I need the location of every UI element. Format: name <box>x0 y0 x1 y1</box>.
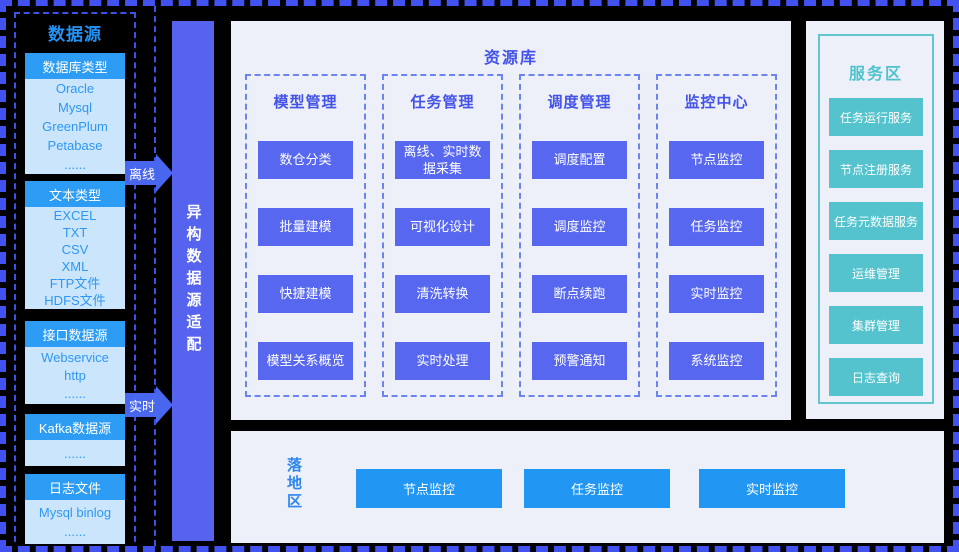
source-group-log: 日志文件 Mysql binlog ...... <box>25 474 125 544</box>
source-group-items: EXCEL TXT CSV XML FTP文件 HDFS文件 <box>25 207 125 309</box>
source-group-text: 文本类型 EXCEL TXT CSV XML FTP文件 HDFS文件 <box>25 181 125 309</box>
column-monitor-center: 监控中心 节点监控 任务监控 实时监控 系统监控 <box>656 74 777 397</box>
source-item: FTP文件 <box>49 276 101 291</box>
datasource-panel-title: 数据源 <box>48 25 102 44</box>
monitor-item-button[interactable]: 节点监控 <box>669 140 764 179</box>
task-item-button[interactable]: 清洗转换 <box>395 274 490 313</box>
source-item: EXCEL <box>53 208 97 223</box>
task-item-button[interactable]: 实时处理 <box>395 341 490 380</box>
landing-panel: 落地区 节点监控 任务监控 实时监控 <box>231 431 944 543</box>
schedule-item-button[interactable]: 调度配置 <box>532 140 627 179</box>
source-group-items: Oracle Mysql GreenPlum Petabase ...... <box>25 79 125 174</box>
resource-columns: 模型管理 数仓分类 批量建模 快捷建模 模型关系概览 任务管理 离线、实时数据采… <box>245 74 777 397</box>
column-header: 调度管理 <box>547 93 612 111</box>
source-item: http <box>64 367 86 383</box>
source-item: ...... <box>64 524 86 539</box>
model-item-button[interactable]: 模型关系概览 <box>258 341 353 380</box>
landing-realtime-monitor-button[interactable]: 实时监控 <box>699 469 845 508</box>
landing-node-monitor-button[interactable]: 节点监控 <box>356 469 502 508</box>
arrow-right-icon <box>156 154 173 192</box>
source-item: XML <box>61 259 89 274</box>
source-item: Mysql binlog <box>38 505 112 520</box>
service-panel-box: 服务区 任务运行服务 节点注册服务 任务元数据服务 运维管理 集群管理 日志查询 <box>818 34 934 404</box>
service-panel-title: 服务区 <box>848 66 903 83</box>
service-cluster-management-button[interactable]: 集群管理 <box>829 306 923 344</box>
offline-flow-arrow: 离线 <box>125 154 173 192</box>
column-task-management: 任务管理 离线、实时数据采集 可视化设计 清洗转换 实时处理 <box>382 74 503 397</box>
adapter-bar: 异构数据源适配 <box>172 21 214 541</box>
realtime-flow-arrow: 实时 <box>125 386 173 424</box>
task-item-button[interactable]: 可视化设计 <box>395 207 490 246</box>
source-item: ...... <box>64 157 86 172</box>
source-item: GreenPlum <box>42 119 108 134</box>
source-item: CSV <box>61 242 89 257</box>
source-item: ...... <box>64 385 86 401</box>
source-group-header: 文本类型 <box>25 181 125 207</box>
adapter-bar-label: 异构数据源适配 <box>184 204 202 358</box>
source-group-items: Webservice http ...... <box>25 347 125 404</box>
service-ops-management-button[interactable]: 运维管理 <box>829 254 923 292</box>
column-header: 任务管理 <box>410 93 475 111</box>
task-item-button[interactable]: 离线、实时数据采集 <box>395 140 490 179</box>
arrow-right-icon <box>156 386 173 424</box>
source-item: ...... <box>64 445 86 461</box>
source-group-interface: 接口数据源 Webservice http ...... <box>25 321 125 404</box>
source-group-database: 数据库类型 Oracle Mysql GreenPlum Petabase ..… <box>25 53 125 174</box>
source-item: Oracle <box>55 81 95 96</box>
source-group-items: ...... <box>25 440 125 466</box>
column-model-management: 模型管理 数仓分类 批量建模 快捷建模 模型关系概览 <box>245 74 366 397</box>
column-schedule-management: 调度管理 调度配置 调度监控 断点续跑 预警通知 <box>519 74 640 397</box>
resource-panel: 资源库 模型管理 数仓分类 批量建模 快捷建模 模型关系概览 任务管理 离线、实… <box>231 21 791 420</box>
source-item: Mysql <box>58 100 92 115</box>
source-group-kafka: Kafka数据源 ...... <box>25 414 125 466</box>
schedule-item-button[interactable]: 断点续跑 <box>532 274 627 313</box>
source-item: Petabase <box>47 138 103 153</box>
service-node-register-button[interactable]: 节点注册服务 <box>829 150 923 188</box>
service-task-run-button[interactable]: 任务运行服务 <box>829 98 923 136</box>
model-item-button[interactable]: 数仓分类 <box>258 140 353 179</box>
model-item-button[interactable]: 批量建模 <box>258 207 353 246</box>
landing-task-monitor-button[interactable]: 任务监控 <box>524 469 670 508</box>
service-buttons: 任务运行服务 节点注册服务 任务元数据服务 运维管理 集群管理 日志查询 <box>820 98 932 410</box>
service-log-query-button[interactable]: 日志查询 <box>829 358 923 396</box>
offline-arrow-label: 离线 <box>125 161 159 185</box>
model-item-button[interactable]: 快捷建模 <box>258 274 353 313</box>
source-item: Webservice <box>41 349 109 365</box>
source-group-header: 接口数据源 <box>25 321 125 347</box>
service-panel: 服务区 任务运行服务 节点注册服务 任务元数据服务 运维管理 集群管理 日志查询 <box>806 21 944 419</box>
monitor-item-button[interactable]: 任务监控 <box>669 207 764 246</box>
source-item: HDFS文件 <box>44 293 106 308</box>
schedule-item-button[interactable]: 调度监控 <box>532 207 627 246</box>
resource-panel-title: 资源库 <box>483 50 538 67</box>
monitor-item-button[interactable]: 系统监控 <box>669 341 764 380</box>
source-group-header: Kafka数据源 <box>25 414 125 440</box>
service-task-metadata-button[interactable]: 任务元数据服务 <box>829 202 923 240</box>
source-group-items: Mysql binlog ...... <box>25 500 125 544</box>
monitor-item-button[interactable]: 实时监控 <box>669 274 764 313</box>
source-group-header: 数据库类型 <box>25 53 125 79</box>
datasource-panel: 数据源 数据库类型 Oracle Mysql GreenPlum Petabas… <box>14 12 136 546</box>
source-item: TXT <box>62 225 88 240</box>
source-group-header: 日志文件 <box>25 474 125 500</box>
column-header: 模型管理 <box>273 93 338 111</box>
panel-divider <box>154 6 156 546</box>
column-header: 监控中心 <box>684 93 749 111</box>
landing-panel-title: 落地区 <box>285 457 302 511</box>
realtime-arrow-label: 实时 <box>125 393 159 417</box>
schedule-item-button[interactable]: 预警通知 <box>532 341 627 380</box>
